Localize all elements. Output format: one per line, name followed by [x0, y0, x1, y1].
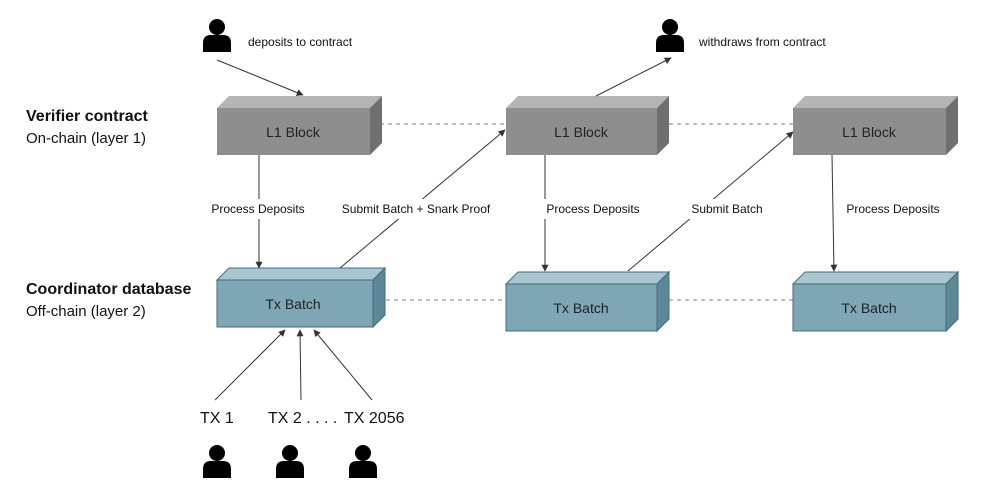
svg-text:Process Deposits: Process Deposits	[211, 202, 304, 216]
tx-batch-2: Tx Batch	[504, 270, 671, 333]
l1-block-2: L1 Block	[506, 96, 669, 155]
deposit-arrow	[216, 59, 304, 96]
offchain-title: Coordinator database	[26, 281, 191, 298]
tx-batch-1-label: Tx Batch	[265, 296, 320, 312]
l1-block-1-label: L1 Block	[266, 124, 321, 140]
withdraw-arrow	[595, 57, 672, 97]
l1-block-3: L1 Block	[793, 96, 958, 155]
withdrawer-label: withdraws from contract	[698, 35, 826, 49]
txn-person-icon	[349, 445, 377, 478]
process-deposits-arrow-3	[830, 154, 838, 272]
process-deposits-label-1: Process Deposits	[195, 199, 322, 219]
tx2-arrow	[296, 329, 304, 401]
tx-batch-2-label: Tx Batch	[553, 300, 608, 316]
tx-batch-3: Tx Batch	[791, 270, 960, 333]
submit-batch-label: Submit Batch	[683, 199, 773, 219]
tx-batch-1: Tx Batch	[215, 266, 387, 329]
depositor-label: deposits to contract	[248, 35, 353, 49]
process-deposits-label-2: Process Deposits	[530, 199, 657, 219]
l1-block-1: L1 Block	[217, 96, 382, 155]
tx1-label: TX 1	[200, 410, 234, 427]
tx1-arrow	[214, 329, 286, 401]
l1-block-3-label: L1 Block	[842, 124, 897, 140]
tx2-person-icon	[276, 445, 304, 478]
offchain-subtitle: Off-chain (layer 2)	[26, 303, 146, 320]
svg-text:Submit Batch: Submit Batch	[691, 202, 762, 216]
depositor-person-icon	[203, 19, 231, 52]
svg-text:Submit Batch + Snark Proof: Submit Batch + Snark Proof	[342, 202, 491, 216]
onchain-subtitle: On-chain (layer 1)	[26, 130, 146, 147]
onchain-title: Verifier contract	[26, 108, 149, 125]
svg-text:Process Deposits: Process Deposits	[846, 202, 939, 216]
tx-batch-3-label: Tx Batch	[841, 300, 896, 316]
svg-text:Process Deposits: Process Deposits	[546, 202, 639, 216]
tx2-label: TX 2 . . . .	[268, 410, 337, 427]
txn-label: TX 2056	[344, 410, 405, 427]
process-deposits-label-3: Process Deposits	[837, 199, 949, 219]
txn-arrow	[313, 329, 373, 401]
withdrawer-person-icon	[656, 19, 684, 52]
l1-block-2-label: L1 Block	[554, 124, 609, 140]
tx1-person-icon	[203, 445, 231, 478]
submit-batch-proof-label: Submit Batch + Snark Proof	[330, 199, 503, 219]
